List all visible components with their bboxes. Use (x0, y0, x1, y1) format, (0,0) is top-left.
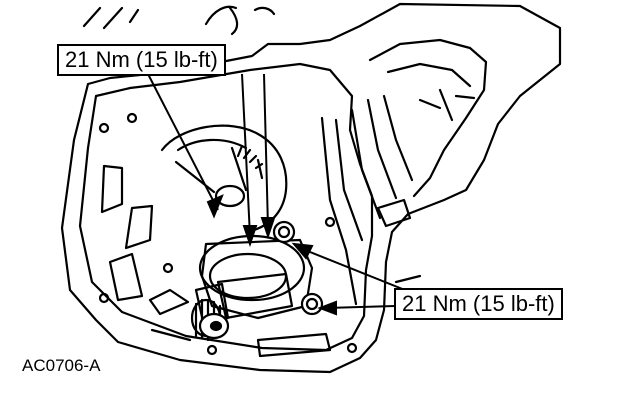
leader-top-left-arrow (206, 194, 224, 219)
torque-callout-top-text: 21 Nm (15 lb-ft) (65, 47, 218, 72)
bolt-hole-5 (206, 344, 218, 356)
retainer-bolt-upper-head (277, 225, 291, 239)
bolt-hole-7 (324, 216, 336, 228)
bolt-hole-2 (126, 112, 138, 124)
housing-ribs (320, 94, 414, 306)
retainer-bolt-lower-head (305, 297, 319, 311)
large-bore (160, 124, 288, 232)
torque-callout-right: 21 Nm (15 lb-ft) (394, 288, 563, 320)
bolt-hole-1 (98, 122, 110, 134)
bolt-hole-3 (162, 262, 174, 274)
left-slot-lower (124, 204, 154, 250)
top-left-strokes (82, 6, 140, 30)
torque-callout-right-text: 21 Nm (15 lb-ft) (402, 291, 555, 316)
bore-inner (176, 138, 248, 152)
housing-outline (60, 2, 562, 374)
leader-right-lower-arrow (317, 300, 337, 316)
torque-callout-top: 21 Nm (15 lb-ft) (57, 44, 226, 76)
leader-top-right-arrow (260, 217, 276, 240)
bore-spokes (174, 146, 264, 194)
leader-top-mid-arrow (242, 225, 258, 248)
bolt-hole-4 (98, 292, 110, 304)
top-curves (204, 5, 276, 36)
bolt-hole-6 (346, 342, 358, 354)
retainer-bolt-lower (300, 292, 324, 316)
lower-hatch (148, 288, 332, 358)
pilot-bushing (214, 184, 246, 208)
leader-right-lower (325, 305, 397, 309)
bore-fingers (236, 144, 264, 170)
left-slot-bottom (108, 252, 144, 302)
leader-top-left (147, 73, 219, 211)
upper-right-housing (368, 38, 488, 198)
shaft-end-center (209, 320, 223, 332)
leader-right-upper-arrow (291, 242, 314, 260)
leader-top-right (263, 73, 269, 229)
figure-code: AC0706-A (22, 356, 101, 375)
leader-right-upper (299, 247, 411, 293)
left-slot-upper (100, 164, 124, 214)
leader-top-mid (241, 73, 251, 237)
retainer-bolt-upper (272, 220, 296, 244)
right-boss (376, 198, 422, 284)
